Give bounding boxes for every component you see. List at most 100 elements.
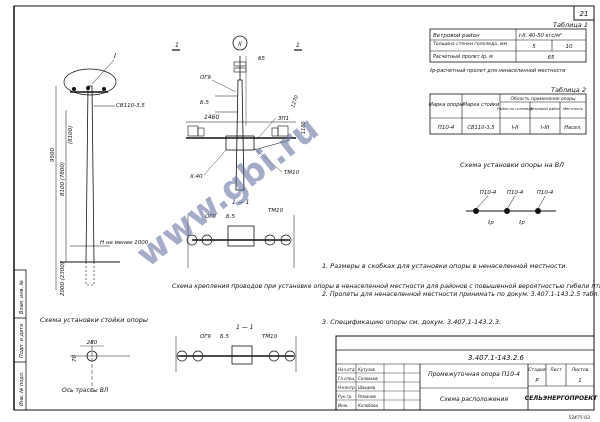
page-number: 21 [580,10,589,18]
pole-elevation: I СВ110-3,5 9500 8100 (7800) (8100) 2000… [50,52,149,296]
svg-text:Район по гололеду: Район по гололеду [497,107,534,111]
svg-text:ТМ10: ТМ10 [284,170,300,176]
table-1-title: Таблица 1 [553,21,588,29]
svg-text:Листов: Листов [571,367,589,373]
svg-text:Лист: Лист [549,367,562,373]
doc-code: 3.407.1-143.2.6 [468,354,525,362]
wire-scheme-title: Схема крепления проводов при установке о… [172,282,600,290]
svg-text:ℓр: ℓр [518,220,525,226]
svg-text:П10-4: П10-4 [537,190,554,196]
table-1-row-label: Ветровой район [433,33,480,39]
svg-text:70: 70 [72,355,78,362]
table-1-note: ℓр-расчетный пролет для ненаселенной мес… [429,68,566,74]
section-lower: ОГ9 Б.5 ТМ10 1 — 1 [175,324,297,372]
svg-text:Соловьев: Соловьев [358,376,378,381]
svg-text:Подп. и дата: Подп. и дата [19,324,25,358]
svg-text:Инж.: Инж. [338,403,348,408]
svg-text:Ветровой район: Ветровой район [530,107,561,111]
svg-text:1: 1 [296,42,300,49]
table-2: Таблица 2 Марка опоры Марка стойки Облас… [429,86,587,135]
svg-text:1270: 1270 [290,95,300,109]
table-1: Таблица 1 Ветровой район I-II, 40-50 кгс… [429,21,588,74]
svg-text:Колобова: Колобова [358,403,379,408]
svg-text:Б.5: Б.5 [226,214,236,220]
svg-text:П10-4: П10-4 [480,190,497,196]
svg-text:8100 (7800): 8100 (7800) [60,162,66,196]
pole-marker [473,208,479,214]
note-3: 3. Спецификацию опоры см. докум. 3.407.1… [322,318,501,326]
pole-body [85,85,95,263]
svg-text:Р: Р [535,378,539,384]
svg-text:ОГ9: ОГ9 [200,75,211,81]
svg-text:ОГ9: ОГ9 [200,334,211,340]
svg-text:10: 10 [566,44,573,50]
svg-text:ЗП1: ЗП1 [278,116,289,122]
svg-text:Б.5: Б.5 [200,100,210,106]
pole-label: СВ110-3,5 [116,103,145,109]
svg-text:Х.40: Х.40 [189,174,203,180]
svg-text:Швырев: Швырев [358,385,376,390]
svg-text:П10-4: П10-4 [507,190,524,196]
doc-name: Промежуточная опора П10-4 [428,371,520,378]
svg-text:Стадия: Стадия [528,367,546,373]
svg-text:Б.5: Б.5 [220,334,230,340]
line-scheme-title: Схема установки опоры на ВЛ [460,161,564,169]
svg-text:Инв. № подл.: Инв. № подл. [19,372,25,407]
table-1-row-label: Расчетный пролет ℓр, м [433,54,493,60]
svg-text:Насел.: Насел. [564,125,581,131]
svg-text:Схема установки стойки опоры: Схема установки стойки опоры [40,316,148,324]
svg-text:1: 1 [578,378,582,384]
svg-text:Марка стойки: Марка стойки [463,102,500,108]
svg-text:Местность: Местность [563,107,583,111]
table-1-row-label: Толщина стенки гололеда, мм [433,41,508,47]
svg-text:П10-4: П10-4 [438,125,455,131]
pole-head-view: II 1 1 ОГ9 Б.5 ЗП1 ТМ10 Х.40 [172,35,307,191]
corner-code: 53475-03 [568,415,590,421]
svg-text:Кутузов: Кутузов [358,367,375,372]
svg-text:II: II [238,41,242,48]
org-name: СЕЛЬЭНЕРГОПРОЕКТ [525,395,598,402]
watermark: www.gbi.ru [129,109,326,275]
svg-text:ТМ10: ТМ10 [268,208,284,214]
pole-marker [504,208,510,214]
svg-text:СВ110-3,5: СВ110-3,5 [467,125,495,131]
svg-text:Нач.отд.: Нач.отд. [338,367,356,372]
svg-text:280: 280 [87,340,98,346]
svg-text:ОГ9: ОГ9 [205,214,216,220]
svg-text:Гл.спец.: Гл.спец. [338,376,355,381]
side-stamp: Взам. инв. № Подп. и дата Инв. № подл. [13,269,27,411]
svg-text:ℓр: ℓр [487,220,494,226]
svg-text:Романов: Романов [358,394,376,399]
svg-text:1: 1 [175,42,179,49]
svg-text:1 — 1: 1 — 1 [236,324,253,331]
svg-text:Рук.гр.: Рук.гр. [338,394,352,399]
note-2: 2. Пролеты для ненаселенной местности пр… [322,290,600,298]
svg-text:Н.контр.: Н.контр. [338,385,356,390]
svg-text:Н не менее 1000: Н не менее 1000 [100,240,149,246]
svg-text:I-II: I-II [512,125,519,131]
table-1-row-value: I-II, 40-50 кгс/м² [519,33,562,39]
svg-text:(8100): (8100) [68,126,74,144]
svg-text:1180: 1180 [301,121,307,134]
svg-text:I: I [114,52,116,60]
notes: 1. Размеры в скобках для установки опоры… [322,262,600,326]
svg-text:2000 (2300): 2000 (2300) [60,262,66,296]
svg-text:65: 65 [548,55,555,61]
section-1-1: 1 — 1 ОГ9 Б.5 ТМ10 [186,199,295,268]
svg-text:65: 65 [258,56,265,62]
installation-scheme: Схема установки стойки опоры 280 70 Ось … [40,316,148,394]
svg-text:5: 5 [532,44,536,50]
svg-text:1460: 1460 [204,114,219,121]
title-block: 3.407.1-143.2.6 Промежуточная опора П10-… [335,335,598,411]
svg-text:1 — 1: 1 — 1 [232,199,249,206]
pole-marker [535,208,541,214]
sheet-name: Схема расположения [440,396,508,403]
svg-text:ТМ10: ТМ10 [262,334,278,340]
line-scheme: Схема установки опоры на ВЛ П10-4 П10-4 … [460,161,564,226]
svg-text:Ось трассы ВЛ: Ось трассы ВЛ [62,387,109,394]
svg-text:Область применения опоры: Область применения опоры [511,96,577,102]
table-2-title: Таблица 2 [551,86,586,94]
svg-text:I-III: I-III [541,125,550,131]
svg-text:Взам. инв. №: Взам. инв. № [19,280,25,314]
